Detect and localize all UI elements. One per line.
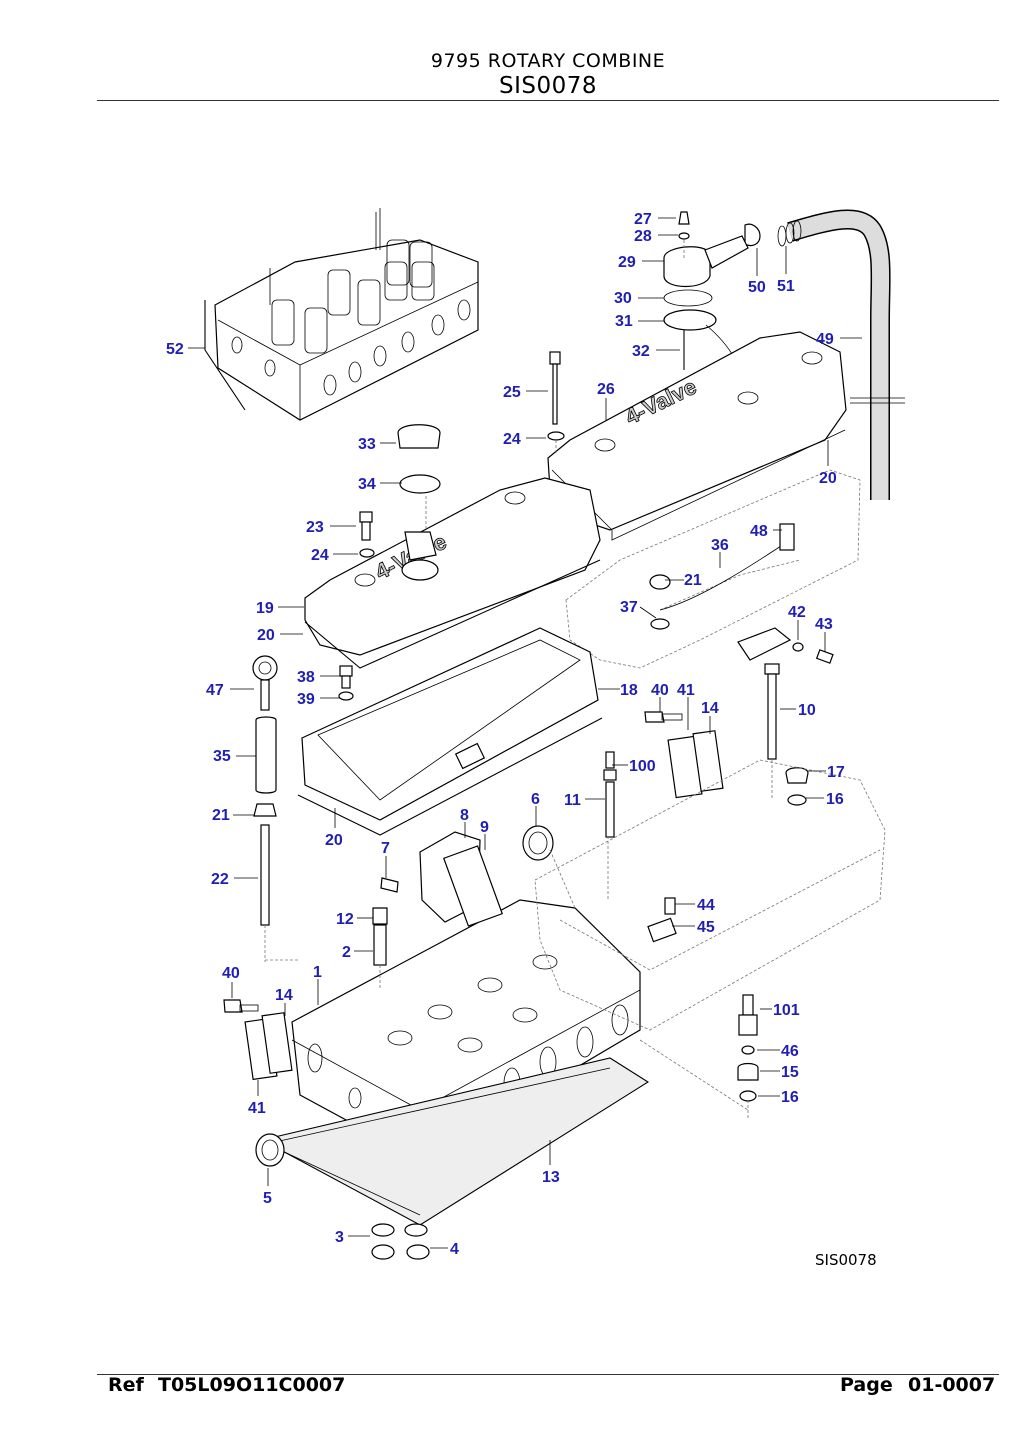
rocker-cover-base-drawing — [297, 627, 603, 836]
callout-number: 52 — [166, 341, 184, 358]
callout-number: 15 — [781, 1064, 799, 1081]
callout-number: 2 — [342, 944, 351, 961]
callout-number: 29 — [618, 254, 636, 271]
callout-number: 20 — [325, 832, 343, 849]
callout-number: 16 — [781, 1089, 799, 1106]
callout-number: 39 — [297, 691, 315, 708]
callout-number: 34 — [358, 476, 376, 493]
figure-code: SIS0078 — [498, 73, 597, 99]
callout-number: 20 — [819, 470, 837, 487]
rear-cylinder-head-drawing — [204, 208, 479, 421]
header-rule — [97, 100, 999, 101]
callout-number: 36 — [711, 537, 729, 554]
callout-number: 18 — [620, 682, 638, 699]
callout-number: 49 — [816, 331, 834, 348]
callout-number: 35 — [213, 748, 231, 765]
callout-number: 51 — [777, 278, 795, 295]
callout-number: 16 — [826, 791, 844, 808]
footer-rule — [97, 1374, 999, 1375]
callout-number: 38 — [297, 669, 315, 686]
callout-number: 3 — [335, 1229, 344, 1246]
callout-number: 41 — [248, 1100, 266, 1117]
callout-number: 26 — [597, 381, 615, 398]
callout-number: 27 — [634, 211, 652, 228]
callout-number: 30 — [614, 290, 632, 307]
callout-number: 40 — [651, 682, 669, 699]
callout-number: 5 — [263, 1190, 272, 1207]
callouts: 27 28 29 30 31 32 50 51 49 52 25 26 24 3… — [166, 211, 845, 1258]
footer-ref-label: Ref — [108, 1374, 144, 1396]
callout-number: 46 — [781, 1043, 799, 1060]
callout-number: 11 — [564, 792, 581, 809]
callout-number: 1 — [313, 964, 322, 981]
callout-number: 17 — [827, 764, 845, 781]
callout-number: 43 — [815, 616, 833, 633]
callout-number: 4 — [450, 1241, 459, 1258]
callout-number: 10 — [798, 702, 816, 719]
callout-leaders — [188, 217, 862, 1249]
callout-number: 8 — [460, 807, 469, 824]
callout-number: 9 — [480, 819, 489, 836]
callout-number: 12 — [336, 911, 354, 928]
callout-number: 25 — [503, 384, 521, 401]
footer-page-value: 01-0007 — [908, 1374, 996, 1396]
callout-number: 23 — [306, 519, 324, 536]
callout-number: 20 — [257, 627, 275, 644]
callout-number: 7 — [381, 840, 390, 857]
callout-number: 6 — [531, 791, 540, 808]
callout-number: 100 — [629, 758, 656, 775]
callout-number: 31 — [615, 313, 633, 330]
callout-number: 21 — [684, 572, 702, 589]
callout-number: 33 — [358, 436, 376, 453]
callout-number: 41 — [677, 682, 695, 699]
callout-number: 50 — [748, 279, 766, 296]
callout-number: 47 — [206, 682, 224, 699]
figure-id-label: SIS0078 — [815, 1251, 877, 1269]
callout-number: 13 — [542, 1169, 560, 1186]
callout-number: 28 — [634, 228, 652, 245]
callout-number: 42 — [788, 604, 806, 621]
callout-number: 32 — [632, 343, 650, 360]
callout-number: 21 — [212, 807, 230, 824]
footer-page-label: Page — [840, 1374, 893, 1396]
callout-number: 40 — [222, 965, 240, 982]
callout-number: 24 — [311, 547, 329, 564]
callout-number: 37 — [620, 599, 638, 616]
callout-number: 48 — [750, 523, 768, 540]
callout-number: 101 — [773, 1002, 800, 1019]
callout-number: 19 — [256, 600, 274, 617]
footer-ref-value: T05L09O11C0007 — [158, 1374, 346, 1396]
callout-number: 14 — [701, 700, 719, 717]
callout-number: 22 — [211, 871, 229, 888]
callout-number: 45 — [697, 919, 715, 936]
callout-number: 24 — [503, 431, 521, 448]
document-title: 9795 ROTARY COMBINE — [430, 50, 666, 72]
callout-number: 14 — [275, 987, 293, 1004]
callout-number: 44 — [697, 897, 715, 914]
diagram-artwork: 4-Valve 4-Valve — [204, 208, 905, 1260]
